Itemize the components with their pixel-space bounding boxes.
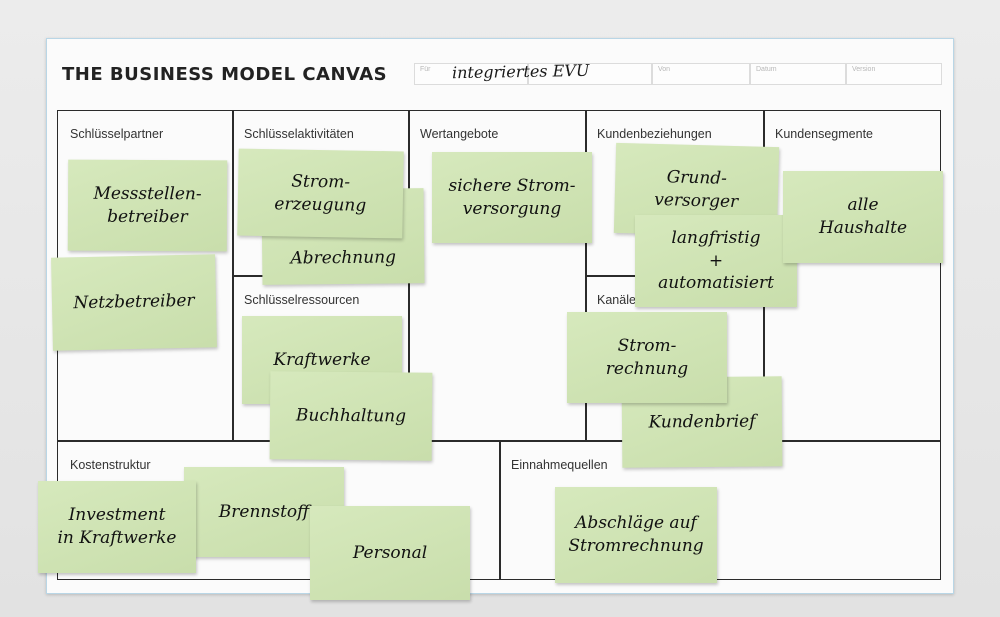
label-key-resources: Schlüsselressourcen <box>244 293 360 307</box>
label-cost-structure: Kostenstruktur <box>70 458 151 472</box>
sticky-note-sichere-stromversorgung: sichere Strom- versorgung <box>432 152 592 243</box>
version-field <box>846 63 942 85</box>
sticky-note-stromrechnung: Strom- rechnung <box>567 312 727 403</box>
canvas-title: THE BUSINESS MODEL CANVAS <box>62 64 388 85</box>
sticky-note-netzbetreiber: Netzbetreiber <box>51 254 217 351</box>
sticky-note-abschlaege: Abschläge auf Stromrechnung <box>555 487 717 583</box>
for-label: Für <box>420 66 431 73</box>
for-field <box>414 63 528 85</box>
sticky-note-langfristig: langfristig + automatisiert <box>635 215 797 307</box>
label-customer-relationships: Kundenbeziehungen <box>597 127 712 141</box>
for-field-ext <box>528 63 652 85</box>
label-customer-segments: Kundensegmente <box>775 127 873 141</box>
sticky-note-personal: Personal <box>310 506 470 600</box>
from-label: Von <box>658 66 671 73</box>
label-key-activities: Schlüsselaktivitäten <box>244 127 354 141</box>
sticky-note-stromerzeugung: Strom- erzeugung <box>237 148 404 239</box>
label-key-partners: Schlüsselpartner <box>70 127 164 141</box>
label-revenue-streams: Einnahmequellen <box>511 458 608 472</box>
date-label: Datum <box>756 66 777 73</box>
label-channels: Kanäle <box>597 293 636 307</box>
from-field <box>652 63 750 85</box>
sticky-note-messstellenbetreiber: Messstellen- betreiber <box>67 159 228 252</box>
handwritten-title: integriertes EVU <box>451 60 590 83</box>
sticky-note-buchhaltung: Buchhaltung <box>269 371 433 461</box>
sticky-note-alle-haushalte: alle Haushalte <box>783 171 943 263</box>
sticky-note-investment: Investment in Kraftwerke <box>38 481 196 573</box>
date-field <box>750 63 846 85</box>
label-value-propositions: Wertangebote <box>420 127 499 141</box>
version-label: Version <box>852 66 876 73</box>
